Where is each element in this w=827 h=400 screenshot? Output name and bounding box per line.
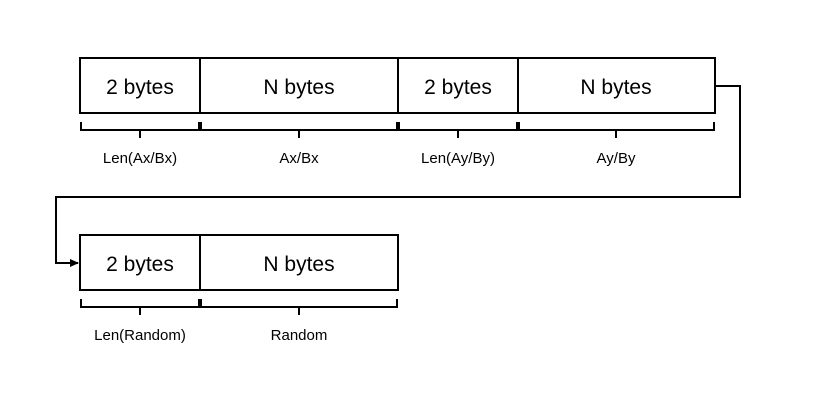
field-label: Len(Ay/By) xyxy=(421,150,495,167)
field-box xyxy=(199,234,399,291)
field-brace xyxy=(200,122,398,138)
field-brace xyxy=(200,299,398,315)
field-ax-bx: N bytes Ax/Bx xyxy=(199,57,399,167)
field-box xyxy=(397,57,519,114)
field-box xyxy=(79,57,201,114)
field-random: N bytes Random xyxy=(199,234,399,344)
field-label: Len(Ax/Bx) xyxy=(103,150,177,167)
continuation-arrow xyxy=(55,85,741,267)
field-size-text: N bytes xyxy=(263,253,334,276)
field-label: Random xyxy=(271,327,328,344)
field-ay-by: N bytes Ay/By xyxy=(517,57,716,167)
field-brace xyxy=(398,122,518,138)
field-size-text: N bytes xyxy=(580,76,651,99)
field-brace xyxy=(518,122,715,138)
field-brace xyxy=(80,122,200,138)
row-1: 2 bytes Len(Ax/Bx) N bytes Ax/Bx 2 bytes… xyxy=(79,57,716,167)
field-size-text: 2 bytes xyxy=(424,76,492,99)
field-len-ay-by: 2 bytes Len(Ay/By) xyxy=(397,57,519,167)
field-size-text: 2 bytes xyxy=(106,76,174,99)
field-len-random: 2 bytes Len(Random) xyxy=(79,234,201,344)
row-2: 2 bytes Len(Random) N bytes Random xyxy=(79,234,399,344)
field-label: Ax/Bx xyxy=(279,150,319,167)
field-len-ax-bx: 2 bytes Len(Ax/Bx) xyxy=(79,57,201,167)
field-label: Ay/By xyxy=(597,150,636,167)
field-label: Len(Random) xyxy=(94,327,186,344)
field-size-text: N bytes xyxy=(263,76,334,99)
field-brace xyxy=(80,299,200,315)
field-box xyxy=(199,57,399,114)
field-size-text: 2 bytes xyxy=(106,253,174,276)
